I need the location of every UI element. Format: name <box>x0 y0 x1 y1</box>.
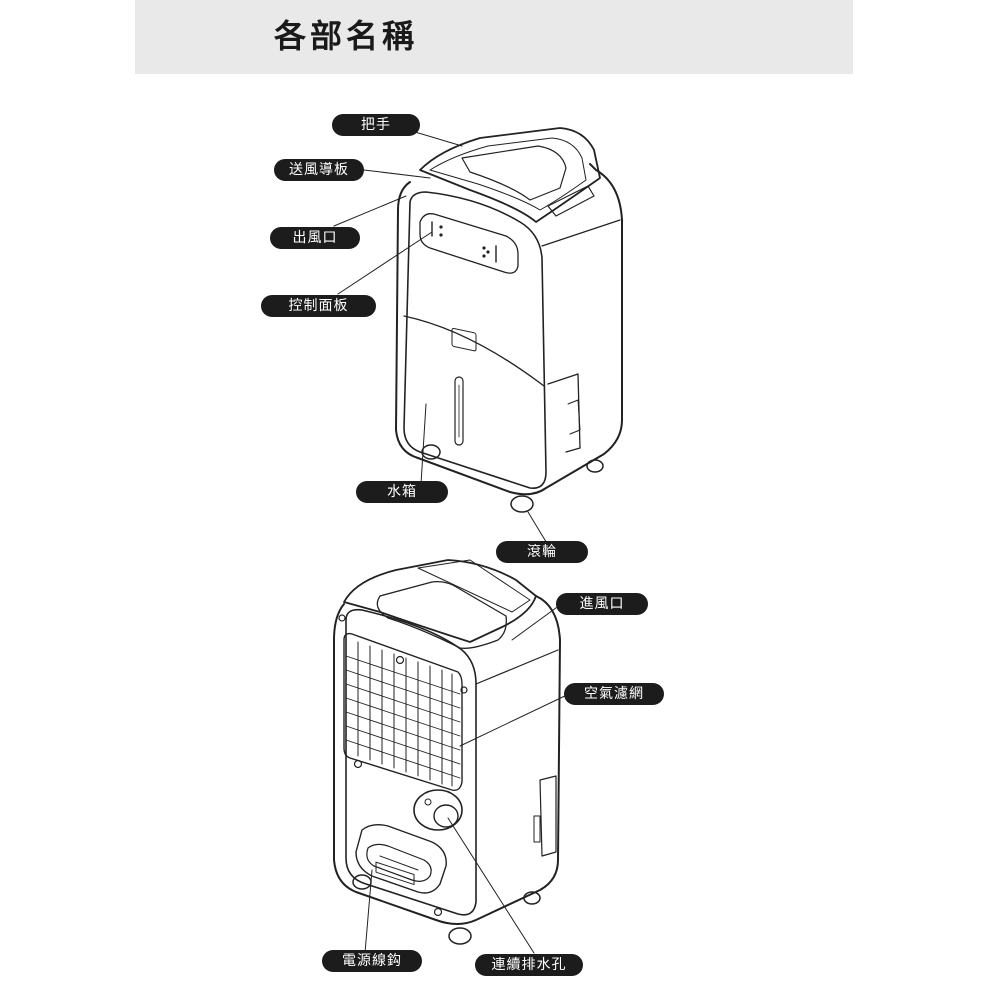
label-air-outlet: 出風口 <box>270 227 360 249</box>
leader-air-filter <box>459 693 570 747</box>
leader-air-guide <box>363 169 431 179</box>
leader-caster <box>527 511 549 546</box>
front-view-drawing <box>333 125 623 546</box>
label-caster: 滾輪 <box>496 541 588 563</box>
label-handle: 把手 <box>332 114 420 136</box>
label-air-guide: 送風導板 <box>274 159 364 181</box>
label-control-panel: 控制面板 <box>261 295 376 317</box>
leader-water-tank <box>420 403 427 485</box>
page-title: 各部名稱 <box>274 17 419 55</box>
back-view-drawing <box>333 559 570 954</box>
leader-control-panel <box>337 231 433 295</box>
label-air-inlet: 進風口 <box>556 593 648 615</box>
header-band <box>135 0 853 74</box>
leader-air-outlet <box>333 195 407 227</box>
label-drain-hole: 連續排水孔 <box>475 954 583 976</box>
label-air-filter: 空氣濾網 <box>564 683 664 705</box>
label-water-tank: 水箱 <box>356 481 448 503</box>
leader-drain-hole <box>447 817 535 954</box>
label-cord-hook: 電源線鈎 <box>322 950 422 972</box>
